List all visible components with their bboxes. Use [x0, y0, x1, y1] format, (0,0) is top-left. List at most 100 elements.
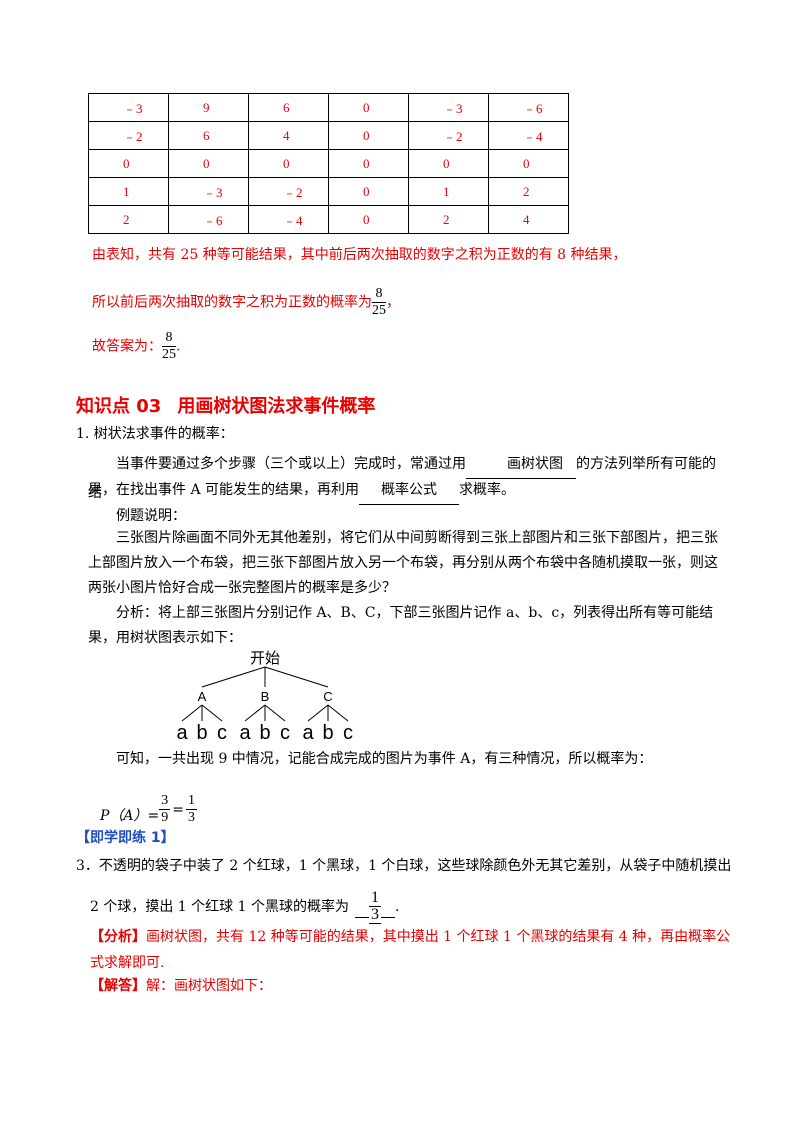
conclusion-text: 可知，一共出现 9 中情况，记能合成完成的图片为事件 A，有三种情况，所以概率为…	[116, 751, 653, 767]
table-cell: 1	[88, 177, 169, 206]
tree-node-label: A	[198, 689, 207, 704]
answer-blank-right	[380, 897, 395, 918]
table-cell: 0	[328, 149, 409, 178]
table-cell: 2	[408, 205, 489, 234]
table-cell: ﹣3	[168, 177, 249, 206]
table-cell: 0	[408, 149, 489, 178]
fraction-denominator: 9	[161, 810, 169, 825]
fraction-denominator: 3	[368, 906, 381, 924]
table-cell: 0	[248, 149, 329, 178]
answer-tag: 【解答】	[90, 978, 146, 994]
tree-branch	[201, 704, 223, 722]
table-cell: 0	[328, 93, 409, 122]
solution-line-3-prefix: 故答案为：	[92, 338, 162, 355]
table-cell: 4	[248, 121, 329, 150]
table-cell: 6	[168, 121, 249, 150]
tree-branch	[264, 666, 329, 688]
tree-branch	[244, 704, 266, 722]
tree-leaf-label: c	[217, 722, 227, 744]
table-cell: 2	[88, 205, 169, 234]
section-heading: 知识点 03 用画树状图法求事件概率	[76, 392, 391, 418]
question-line-1: 3．不透明的袋子中装了 2 个红球，1 个黑球，1 个白球，这些球除颜色外无其它…	[76, 858, 732, 874]
table-cell: ﹣6	[488, 93, 569, 122]
fraction-denominator: 3	[188, 810, 195, 825]
fraction-numerator: 1	[186, 793, 197, 810]
paragraph-text: 求概率。	[459, 482, 516, 498]
fraction-numerator: 8	[162, 330, 176, 347]
tree-root-label: 开始	[250, 650, 280, 667]
fraction-numerator: 1	[368, 889, 381, 907]
table-cell: 1	[408, 177, 489, 206]
tree-leaf-label: b	[259, 722, 270, 744]
table-cell: 4	[488, 205, 569, 234]
table-cell: ﹣4	[488, 121, 569, 150]
formula-lhs: P（A）=	[100, 808, 160, 824]
tree-leaf-label: c	[280, 722, 290, 744]
solution-line-1: 由表知，共有 25 种等可能结果，其中前后两次抽取的数字之积为正数的有 8 种结…	[92, 247, 627, 263]
solution-line-2-suffix: ，	[386, 294, 400, 311]
analysis-block: 【分析】画树状图，共有 12 种等可能的结果，其中摸出 1 个红球 1 个黑球的…	[90, 924, 740, 976]
analysis-tag: 【分析】	[90, 929, 146, 945]
paragraph-text: 的方法列举所有可能的结	[88, 456, 716, 501]
answer-blank-left	[354, 897, 369, 918]
tree-branch	[264, 704, 286, 722]
item-1-paragraph-cont: 果，在找出事件 A 可能发生的结果，再利用概率公式求概率。	[88, 476, 728, 505]
item-1-paragraph: 当事件要通过多个步骤（三个或以上）完成时，常通过用画树状图的方法列举所有可能的结	[88, 450, 728, 507]
table-cell: ﹣3	[88, 93, 169, 122]
fraction-denominator: 25	[162, 347, 176, 362]
question-text: 2 个球，摸出 1 个红球 1 个黑球的概率为	[90, 899, 349, 915]
table-cell: 6	[248, 93, 329, 122]
solution-line-3-suffix: .	[176, 338, 181, 355]
table-cell: 0	[328, 205, 409, 234]
table-cell: 0	[488, 149, 569, 178]
fraction-numerator: 3	[159, 793, 171, 810]
practice-label: 【即学即练 1】	[76, 830, 175, 846]
tree-branch	[327, 704, 349, 722]
table-cell: ﹣6	[168, 205, 249, 234]
table-cell: ﹣2	[88, 121, 169, 150]
tree-node-label: C	[323, 689, 332, 704]
table-cell: 9	[168, 93, 249, 122]
paragraph-text: 果，在找出事件 A 可能发生的结果，再利用	[88, 482, 360, 498]
analysis-body: 画树状图，共有 12 种等可能的结果，其中摸出 1 个红球 1 个黑球的结果有 …	[90, 929, 731, 971]
table-cell: 0	[88, 149, 169, 178]
answer-blank: 画树状图	[466, 450, 576, 479]
solution-line-2-prefix: 所以前后两次抽取的数字之积为正数的概率为	[92, 294, 372, 311]
table-cell: ﹣3	[408, 93, 489, 122]
tree-leaf-label: a	[239, 722, 251, 744]
table-cell: ﹣4	[248, 205, 329, 234]
tree-branch	[201, 666, 266, 688]
example-label: 例题说明：	[116, 508, 186, 524]
formula-equals: =	[172, 801, 184, 818]
tree-leaf-label: b	[322, 722, 333, 744]
section-title: 用画树状图法求事件概率	[177, 396, 376, 417]
fraction-denominator: 25	[372, 303, 386, 318]
question-text: .	[394, 899, 400, 915]
tree-branch	[181, 704, 203, 722]
tree-leaf-label: c	[343, 722, 353, 744]
analysis-text: 分析：将上部三张图片分别记作 A、B、C，下部三张图片记作 a、b、c，列表得出…	[88, 605, 714, 646]
section-code: 知识点 03	[76, 396, 162, 417]
fraction-numerator: 8	[372, 286, 386, 303]
tree-node-label: B	[261, 689, 270, 704]
answer-body: 解：画树状图如下：	[146, 978, 272, 994]
tree-leaf-label: b	[196, 722, 207, 744]
item-1-title: 1. 树状法求事件的概率：	[76, 426, 234, 442]
tree-branch	[307, 704, 329, 722]
